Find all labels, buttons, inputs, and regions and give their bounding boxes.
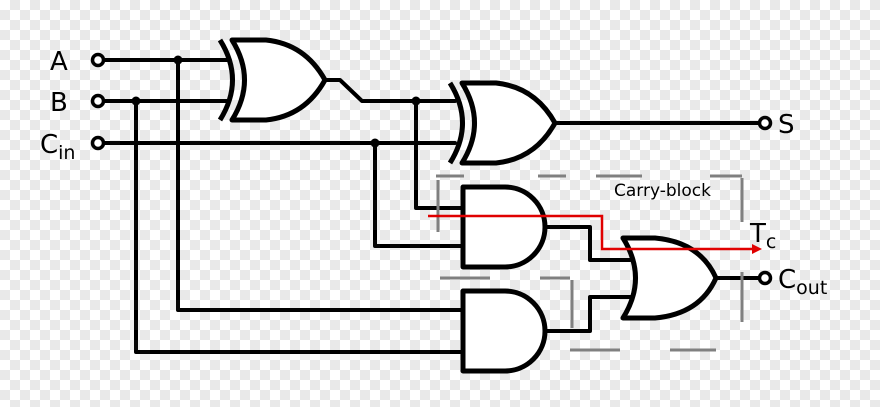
label-cout: Cout <box>778 265 827 299</box>
wire-xor1-to-and1 <box>414 99 465 210</box>
label-cin: Cin <box>40 130 75 164</box>
wire-a-to-and2 <box>176 58 465 312</box>
junction-a <box>173 55 183 65</box>
label-a: A <box>50 47 68 77</box>
label-b: B <box>50 88 68 118</box>
xor-gate-2 <box>447 80 558 166</box>
carry-block-label: Carry-block <box>614 181 711 201</box>
wire-and1-to-or <box>543 225 632 262</box>
wire-cin-to-and1 <box>373 141 465 248</box>
terminal-b <box>90 93 106 109</box>
wire-and2-to-or <box>543 295 632 333</box>
label-tc: Tc <box>749 219 776 253</box>
junction-b <box>131 96 141 106</box>
and-gate-1 <box>460 184 548 270</box>
junction-cin <box>370 138 380 148</box>
and-gate-2 <box>460 288 548 374</box>
wire-b-to-and2 <box>134 99 465 354</box>
label-s: S <box>778 110 795 140</box>
wire-xor1-out <box>323 78 457 103</box>
carry-block-outline <box>436 174 744 352</box>
xor-gate-1 <box>217 37 328 123</box>
junction-xor1 <box>411 96 421 106</box>
critical-path <box>428 214 762 254</box>
terminal-s <box>757 115 773 131</box>
terminal-cin <box>90 135 106 151</box>
terminal-cout <box>757 270 773 286</box>
terminal-a <box>90 52 106 68</box>
